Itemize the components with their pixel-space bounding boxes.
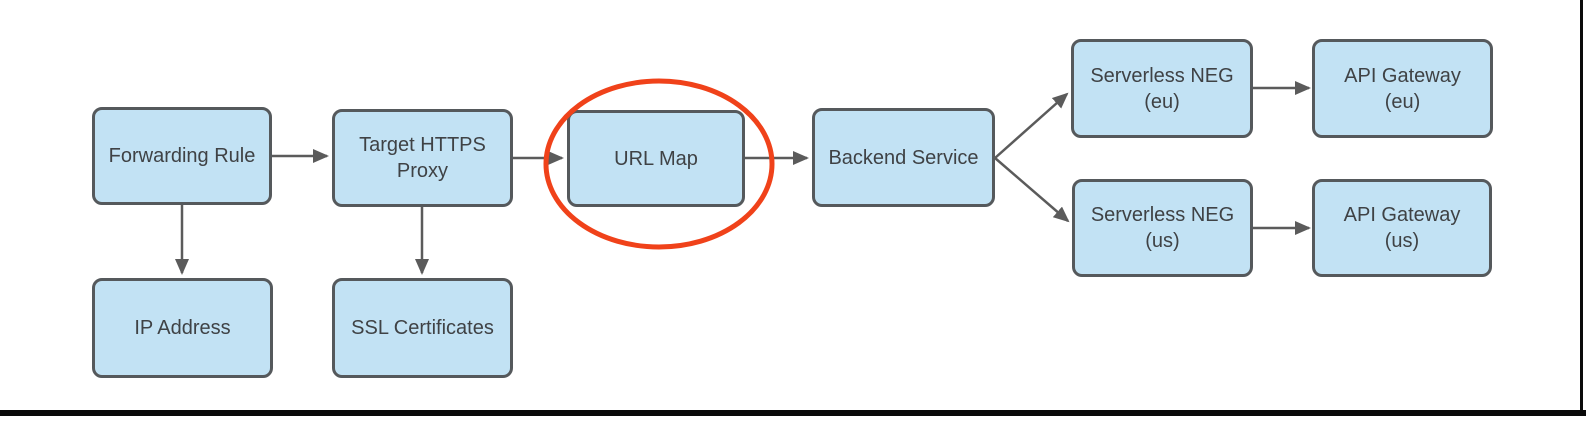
- edge-backend-service-to-serverless-neg-us: [994, 157, 1070, 223]
- node-api-gateway-eu: API Gateway (eu): [1312, 39, 1493, 138]
- node-forwarding-rule: Forwarding Rule: [92, 107, 272, 205]
- node-target-https-proxy: Target HTTPS Proxy: [332, 109, 513, 207]
- node-api-gateway-eu-label: API Gateway (eu): [1344, 64, 1461, 113]
- node-api-gateway-us-label: API Gateway (us): [1343, 204, 1461, 252]
- node-ip-address-label: IP Address: [134, 317, 231, 339]
- edge-backend-service-to-serverless-neg-eu: [994, 92, 1069, 159]
- node-url-map: URL Map: [567, 110, 745, 207]
- node-ip-address: IP Address: [92, 278, 273, 378]
- node-serverless-neg-eu-label: Serverless NEG (eu): [1090, 64, 1234, 113]
- node-serverless-neg-eu: Serverless NEG (eu): [1071, 39, 1253, 138]
- node-api-gateway-us: API Gateway (us): [1312, 179, 1492, 277]
- node-forwarding-rule-label: Forwarding Rule: [108, 145, 256, 167]
- node-backend-service-label: Backend Service: [828, 146, 979, 169]
- node-backend-service: Backend Service: [812, 108, 995, 207]
- page-edge-bottom: [0, 410, 1586, 416]
- node-serverless-neg-us-label: Serverless NEG (us): [1090, 204, 1235, 252]
- node-ssl-certificates: SSL Certificates: [332, 278, 513, 378]
- node-ssl-certificates-label: SSL Certificates: [351, 317, 494, 339]
- node-serverless-neg-us: Serverless NEG (us): [1072, 179, 1253, 277]
- node-url-map-label: URL Map: [614, 147, 698, 170]
- page-edge-right: [1580, 0, 1583, 413]
- node-target-https-proxy-label: Target HTTPS Proxy: [359, 134, 486, 182]
